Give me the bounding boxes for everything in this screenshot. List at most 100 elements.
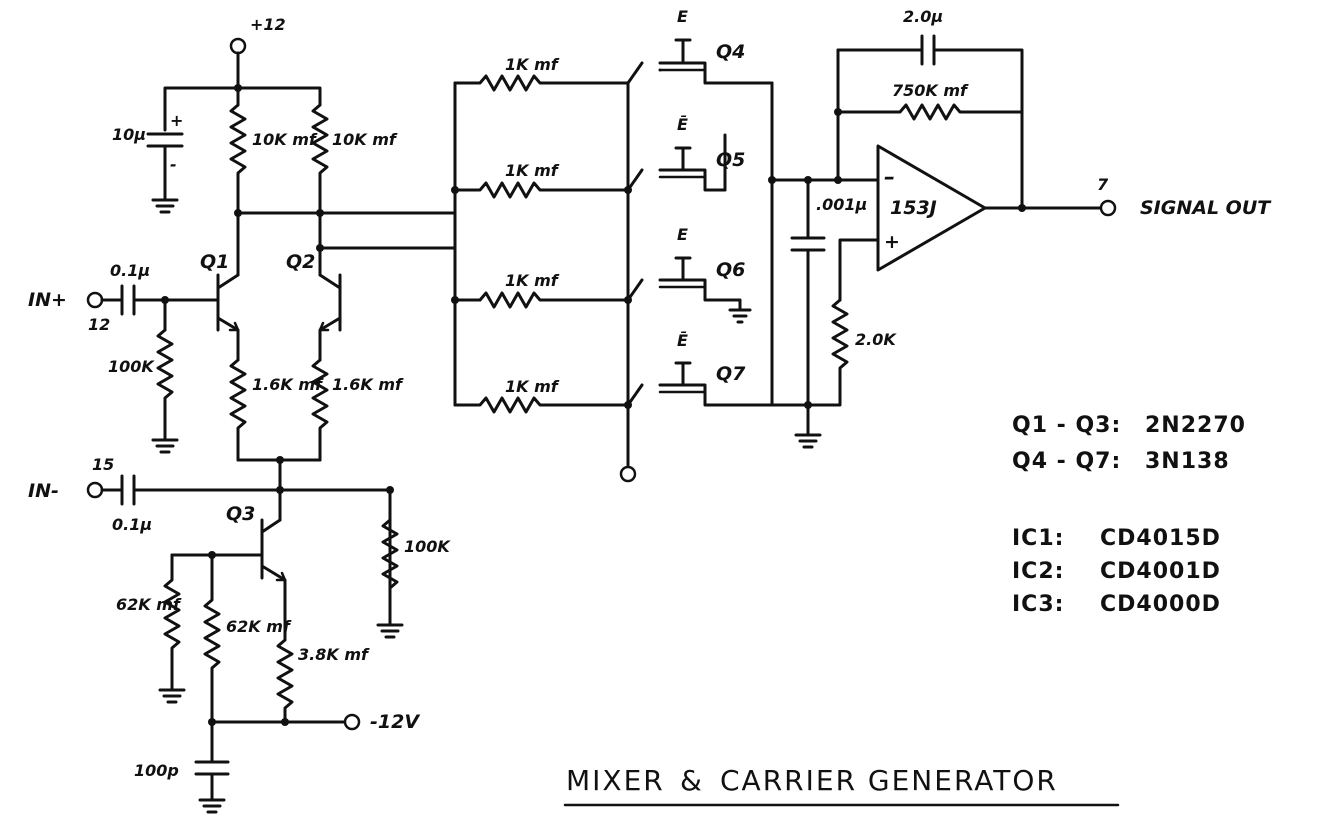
capacitor-bypass bbox=[146, 132, 184, 202]
resistor-1k-2 bbox=[453, 181, 630, 199]
transistor-q3 bbox=[170, 518, 287, 642]
ground-100k-right bbox=[376, 623, 404, 639]
ground-62k-1 bbox=[158, 688, 186, 704]
transistor-q4 bbox=[626, 38, 774, 85]
in-minus-terminal bbox=[86, 481, 104, 499]
plus12-label: +12 bbox=[250, 15, 286, 34]
q2-label: Q2 bbox=[286, 251, 315, 273]
wire-mixer-bus-left bbox=[448, 81, 482, 407]
r-emit-2-label: 1.6K mf bbox=[332, 375, 404, 394]
gate-5-label: Ē bbox=[677, 114, 688, 134]
opamp-label: 153J bbox=[890, 197, 937, 219]
transistor-q2 bbox=[318, 273, 342, 362]
in-minus-pin: 15 bbox=[92, 455, 114, 474]
wire-in-plus bbox=[100, 284, 220, 332]
gate-4-label: E bbox=[677, 7, 688, 26]
signal-out-label: SIGNAL OUT bbox=[1140, 197, 1272, 219]
q7-label: Q7 bbox=[716, 363, 746, 385]
r-62k-1-label: 62K mf bbox=[116, 595, 182, 614]
c-100p-label: 100p bbox=[134, 761, 179, 780]
resistor-coll-2 bbox=[311, 103, 329, 215]
resistor-62k-2 bbox=[203, 553, 221, 762]
q1-label: Q1 bbox=[200, 251, 229, 273]
title-left: MIXER bbox=[566, 764, 665, 797]
title-right: CARRIER GENERATOR bbox=[720, 764, 1058, 797]
in-plus-terminal bbox=[86, 291, 104, 309]
signal-out-pin: 7 bbox=[1097, 175, 1109, 194]
gate-6-label: E bbox=[677, 225, 688, 244]
parts-part-4: CD4000D bbox=[1100, 592, 1221, 617]
r-2k-label: 2.0K bbox=[855, 330, 897, 349]
r-coll-2-label: 10K mf bbox=[332, 130, 398, 149]
parts-part-1: 3N138 bbox=[1145, 449, 1230, 474]
wire-plus12-rail bbox=[163, 51, 322, 132]
gate-7-label: Ē bbox=[677, 330, 688, 350]
r-1k-2-label: 1K mf bbox=[505, 161, 560, 180]
transistor-q7 bbox=[626, 361, 774, 407]
parts-part-2: CD4015D bbox=[1100, 526, 1221, 551]
r-38k-label: 3.8K mf bbox=[298, 645, 370, 664]
parts-part-3: CD4001D bbox=[1100, 559, 1221, 584]
r-100k-right-label: 100K bbox=[404, 537, 451, 556]
capacitor-100p bbox=[194, 720, 230, 802]
parts-ref-1: Q4 - Q7: bbox=[1012, 449, 1121, 474]
resistor-1k-3 bbox=[478, 291, 630, 309]
resistor-62k-1 bbox=[163, 553, 181, 692]
resistor-emit-1 bbox=[229, 358, 247, 462]
resistor-100k-left bbox=[156, 328, 174, 442]
q3-label: Q3 bbox=[226, 503, 255, 525]
r-100k-left-label: 100K bbox=[108, 357, 155, 376]
in-minus-label: IN- bbox=[28, 480, 59, 502]
transistor-q5 bbox=[626, 146, 727, 192]
resistor-coll-1 bbox=[229, 103, 247, 215]
transistor-q6 bbox=[626, 256, 752, 324]
resistor-emit-2 bbox=[311, 358, 329, 462]
junction-dots bbox=[161, 84, 1026, 726]
resistor-38k bbox=[276, 638, 294, 724]
cap-minus-sign: - bbox=[170, 155, 177, 174]
transistor-q1 bbox=[216, 273, 240, 362]
wire-in-minus bbox=[100, 474, 392, 597]
minus12-terminal bbox=[343, 713, 361, 731]
r-emit-1-label: 1.6K mf bbox=[252, 375, 324, 394]
ground-bypass bbox=[151, 198, 179, 214]
parts-ref-0: Q1 - Q3: bbox=[1012, 413, 1121, 438]
r-1k-4-label: 1K mf bbox=[505, 377, 560, 396]
c-fb-label: 2.0μ bbox=[903, 7, 943, 26]
r-coll-1-label: 10K mf bbox=[252, 130, 318, 149]
c-001-label: .001μ bbox=[816, 195, 867, 214]
wire-opamp-inputs bbox=[836, 48, 880, 302]
parts-ref-3: IC2: bbox=[1012, 559, 1064, 584]
signal-out-terminal bbox=[1099, 199, 1117, 217]
parts-ref-4: IC3: bbox=[1012, 592, 1064, 617]
parts-list: Q1 - Q3: 2N2270 Q4 - Q7: 3N138 IC1: CD40… bbox=[1012, 413, 1246, 617]
opamp-minus: – bbox=[884, 165, 895, 190]
capacitor-001 bbox=[790, 178, 826, 407]
ground-output bbox=[794, 433, 822, 449]
ground-100p bbox=[198, 798, 226, 814]
cap-plus-sign: + bbox=[170, 111, 183, 130]
q6-label: Q6 bbox=[716, 259, 745, 281]
c-in-plus-label: 0.1μ bbox=[110, 261, 150, 280]
r-750k-label: 750K mf bbox=[892, 81, 969, 100]
parts-part-0: 2N2270 bbox=[1145, 413, 1246, 438]
bus-terminal bbox=[619, 465, 637, 483]
c-bypass-label: 10μ bbox=[112, 125, 146, 144]
resistor-1k-1 bbox=[453, 74, 630, 92]
q5-label: Q5 bbox=[716, 149, 745, 171]
in-plus-label: IN+ bbox=[28, 289, 67, 311]
opamp bbox=[876, 144, 987, 272]
diagram-title: MIXER & CARRIER GENERATOR bbox=[563, 764, 1120, 807]
ground-100k-left bbox=[151, 438, 179, 454]
resistor-2k bbox=[770, 298, 849, 437]
resistor-750k bbox=[836, 103, 1024, 121]
parts-ref-2: IC1: bbox=[1012, 526, 1064, 551]
in-plus-pin: 12 bbox=[88, 315, 110, 334]
c-in-minus-label: 0.1μ bbox=[112, 515, 152, 534]
title-amp: & bbox=[680, 764, 704, 797]
capacitor-fb bbox=[836, 34, 1024, 210]
wire-collector-outputs bbox=[236, 211, 457, 277]
opamp-plus: + bbox=[884, 231, 900, 253]
resistor-1k-4 bbox=[453, 396, 630, 414]
